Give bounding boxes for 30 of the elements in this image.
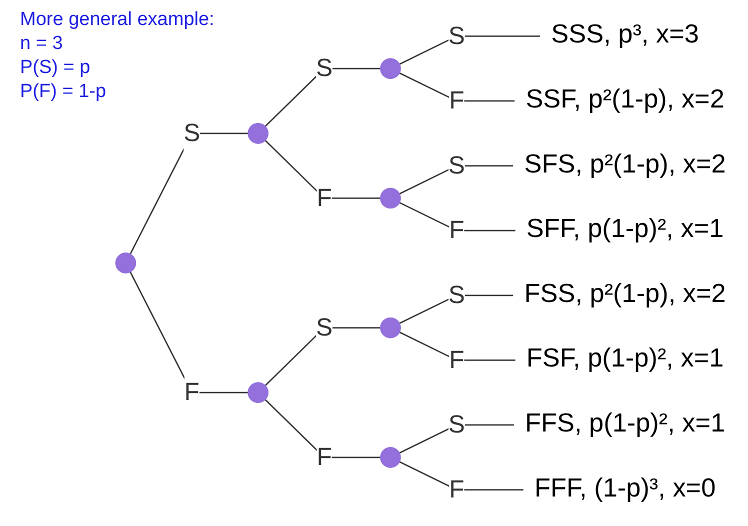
note-text: More general example: [20,8,214,32]
edge-label: F [184,378,200,406]
node-text: FFF, (1-p)³, x=0 [534,474,716,504]
node-text: FSF, p(1-p)², x=1 [526,344,724,374]
edge-label: S [448,410,466,438]
edge-label: F [449,86,464,114]
note-text: P(F) = 1-p [20,80,106,104]
edge-label: S [184,118,200,146]
node-text: SSS, p³, x=3 [551,20,700,50]
edge-label: S [448,280,466,308]
node-text: SFS, p²(1-p), x=2 [524,150,726,180]
edge-label: F [316,442,332,470]
note-text: n = 3 [20,32,63,56]
edge-label: F [316,184,332,212]
edge-label: S [448,151,466,179]
connector [398,36,540,65]
edge-label: S [448,22,466,50]
edge-label: F [449,475,464,503]
connector [398,202,516,232]
note-text: P(S) = p [20,56,90,80]
connector [398,331,516,361]
node-text: SFF, p(1-p)², x=1 [526,215,724,244]
edge-label: S [316,313,333,341]
node-text: FSS, p²(1-p), x=2 [524,280,726,309]
edge-label: S [316,54,333,82]
node-text: SSF, p²(1-p), x=2 [526,85,724,114]
edge-label: F [449,346,464,374]
connector [398,461,524,490]
edge-label: F [449,216,464,244]
node-text: FFS, p(1-p)², x=1 [525,409,726,438]
